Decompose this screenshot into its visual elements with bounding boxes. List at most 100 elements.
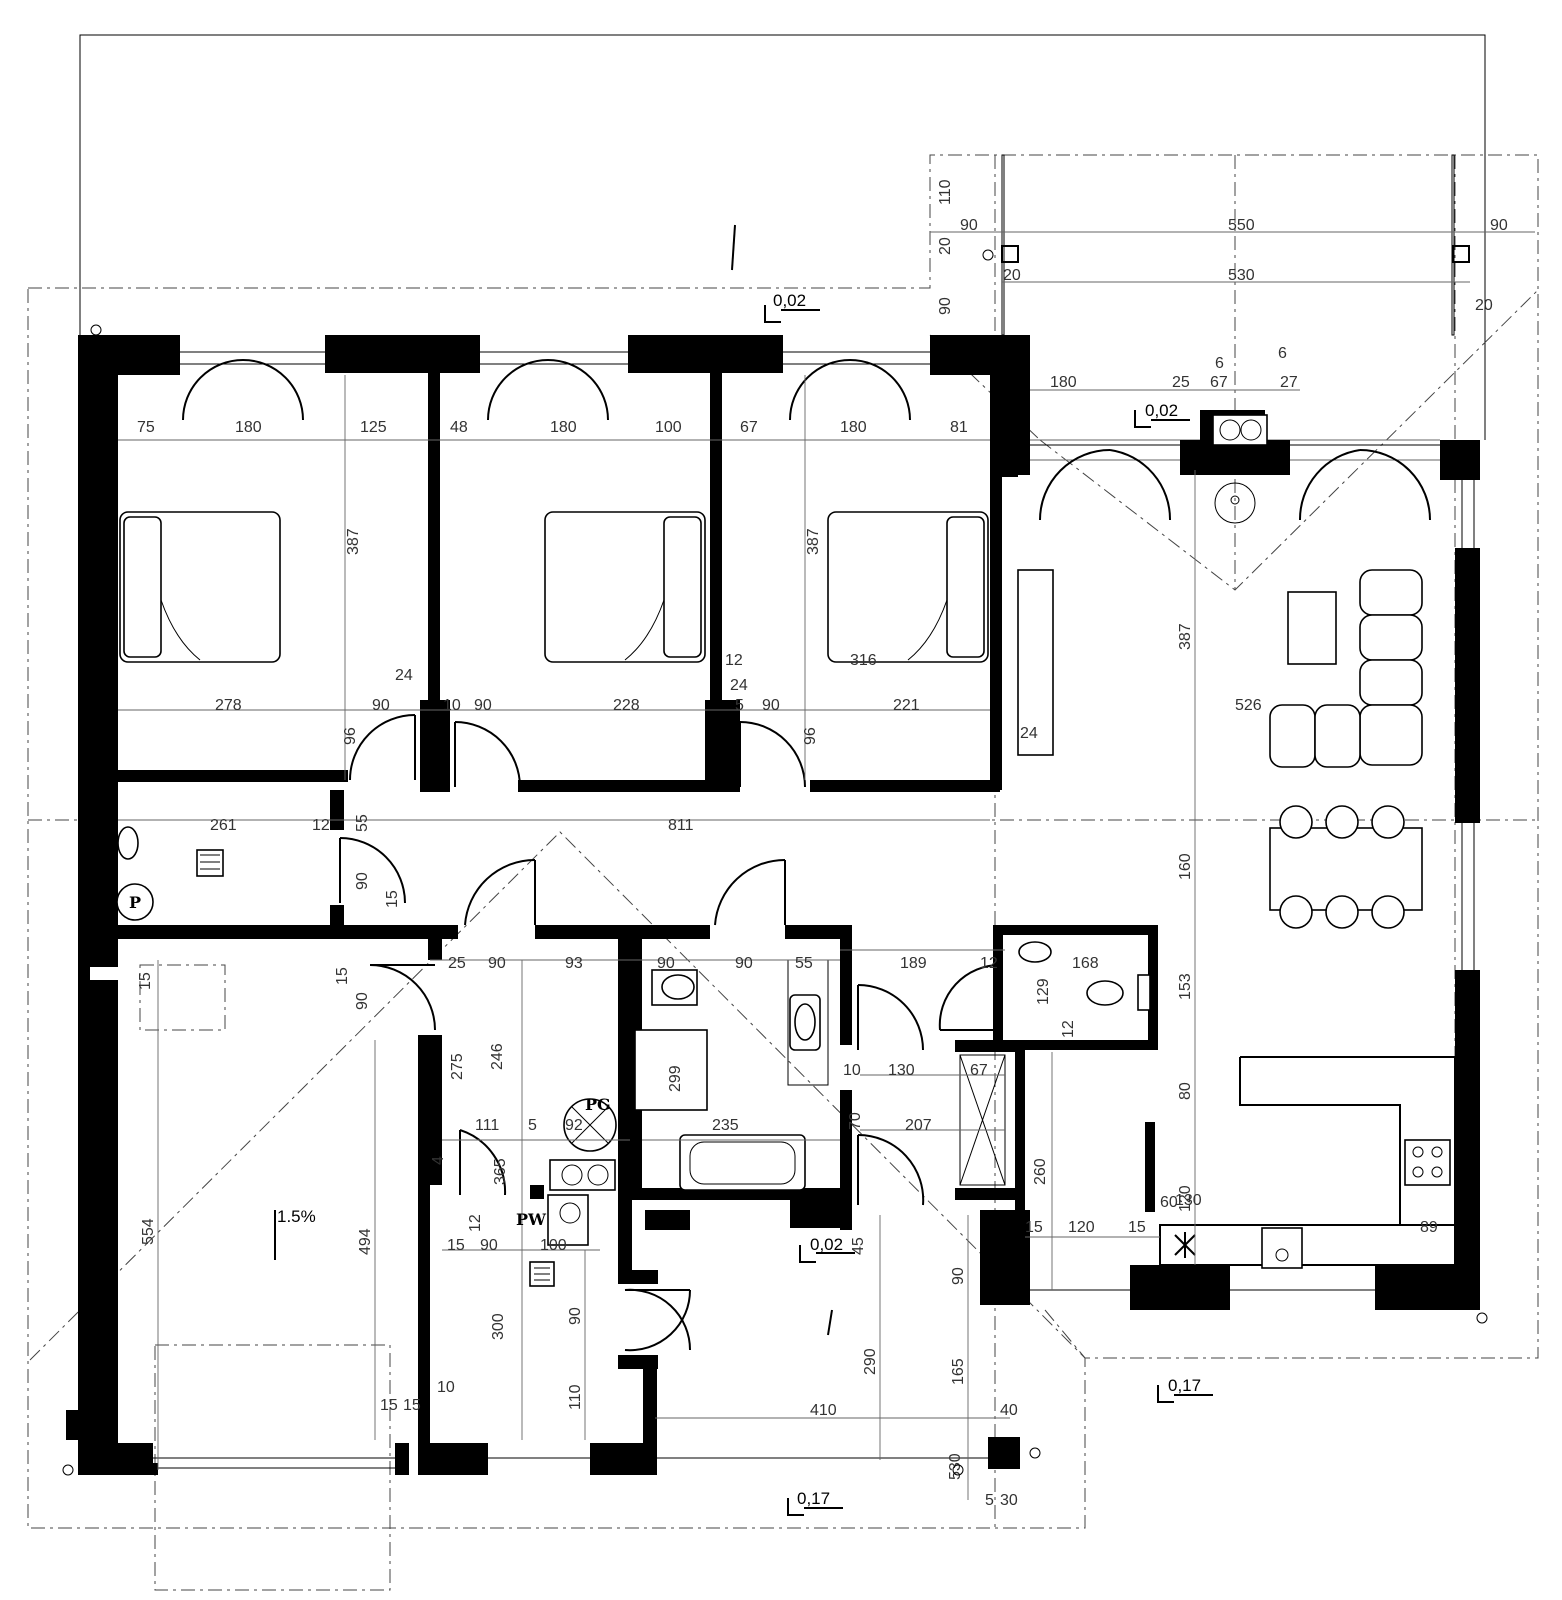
svg-text:96: 96: [342, 727, 359, 745]
svg-text:228: 228: [613, 697, 640, 714]
svg-text:96: 96: [802, 727, 819, 745]
svg-text:90: 90: [937, 297, 954, 315]
svg-text:90: 90: [354, 872, 371, 890]
reference-markers: [62, 249, 1488, 1476]
svg-text:90: 90: [354, 992, 371, 1010]
dimension-labels: 90 550 90 530 110 20 20 90 20 180 25 6 6…: [137, 179, 1508, 1509]
svg-text:110: 110: [937, 179, 954, 205]
svg-text:387: 387: [345, 528, 362, 555]
kitchen-counter: [1145, 1056, 1456, 1269]
bed-1: [119, 511, 281, 663]
svg-text:180: 180: [235, 419, 262, 436]
level-terrace-right: 0,02: [1134, 401, 1190, 428]
bed-2: [544, 511, 706, 663]
svg-text:60: 60: [1160, 1194, 1178, 1211]
svg-text:10: 10: [437, 1379, 455, 1396]
svg-text:25: 25: [448, 955, 466, 972]
svg-text:160: 160: [1177, 853, 1194, 880]
svg-text:P: P: [129, 893, 141, 912]
svg-text:24: 24: [395, 667, 413, 684]
svg-text:180: 180: [840, 419, 867, 436]
svg-text:12: 12: [980, 955, 998, 972]
svg-text:387: 387: [805, 528, 822, 555]
svg-text:PW: PW: [516, 1210, 547, 1229]
slope-annotation: 1.5%: [274, 224, 833, 1336]
svg-text:12: 12: [467, 1214, 484, 1232]
svg-text:30: 30: [1000, 1492, 1018, 1509]
svg-text:90: 90: [960, 217, 978, 234]
svg-text:278: 278: [215, 697, 242, 714]
sofa: [1269, 569, 1423, 768]
dimension-lines: [118, 375, 1196, 1500]
level-outside-bottom: 0,17: [787, 1489, 843, 1516]
svg-text:80: 80: [1177, 1082, 1194, 1100]
level-entrance: 0,02: [799, 1235, 855, 1263]
svg-text:365: 365: [492, 1158, 509, 1185]
svg-text:12: 12: [1060, 1020, 1077, 1038]
svg-text:27: 27: [1280, 374, 1298, 391]
svg-text:530: 530: [947, 1453, 964, 1480]
svg-text:316: 316: [850, 652, 877, 669]
svg-text:260: 260: [1032, 1158, 1049, 1185]
svg-text:93: 93: [565, 955, 583, 972]
hall-closet: [959, 1054, 1006, 1186]
svg-text:207: 207: [905, 1117, 932, 1134]
svg-text:90: 90: [474, 697, 492, 714]
windows: [153, 351, 1475, 1469]
svg-text:261: 261: [210, 817, 237, 834]
svg-text:90: 90: [488, 955, 506, 972]
svg-text:89: 89: [1420, 1219, 1438, 1236]
svg-text:120: 120: [1068, 1219, 1095, 1236]
svg-text:20: 20: [1475, 297, 1493, 314]
equipment-symbols: PG PW P: [129, 893, 611, 1229]
svg-text:1.5%: 1.5%: [277, 1207, 316, 1226]
svg-text:100: 100: [655, 419, 682, 436]
svg-text:111: 111: [475, 1117, 499, 1134]
svg-text:530: 530: [1228, 267, 1255, 284]
svg-text:0,17: 0,17: [797, 1489, 830, 1508]
svg-text:15: 15: [403, 1397, 421, 1414]
svg-text:15: 15: [1025, 1219, 1043, 1236]
svg-text:67: 67: [970, 1062, 988, 1079]
svg-text:0,17: 0,17: [1168, 1376, 1201, 1395]
svg-text:15: 15: [137, 972, 154, 990]
svg-text:153: 153: [1177, 973, 1194, 1000]
svg-text:5: 5: [735, 697, 744, 714]
svg-text:90: 90: [950, 1267, 967, 1285]
svg-text:180: 180: [1050, 374, 1077, 391]
svg-text:246: 246: [489, 1043, 506, 1070]
svg-text:55: 55: [795, 955, 813, 972]
svg-text:275: 275: [449, 1053, 466, 1080]
svg-text:90: 90: [567, 1307, 584, 1325]
svg-text:0,02: 0,02: [1145, 401, 1178, 420]
svg-text:15: 15: [380, 1397, 398, 1414]
svg-text:221: 221: [893, 697, 920, 714]
svg-text:67: 67: [1210, 374, 1228, 391]
svg-text:5: 5: [985, 1492, 994, 1509]
svg-text:15: 15: [384, 890, 401, 908]
roof-outline: [27, 34, 1539, 1530]
furniture: [116, 414, 1456, 1287]
level-markers: 0,02 0,02 0,02 0,17 0,17: [764, 291, 1213, 1516]
svg-text:40: 40: [1000, 1402, 1018, 1419]
svg-text:189: 189: [900, 955, 927, 972]
wc-small: [1018, 941, 1151, 1011]
svg-text:45: 45: [850, 1237, 867, 1255]
svg-text:130: 130: [1175, 1192, 1202, 1209]
svg-text:90: 90: [762, 697, 780, 714]
svg-text:6: 6: [1278, 345, 1287, 362]
svg-text:15: 15: [447, 1237, 465, 1254]
svg-text:125: 125: [360, 419, 387, 436]
svg-text:75: 75: [137, 419, 155, 436]
fireplace: [1212, 414, 1268, 524]
svg-text:10: 10: [843, 1062, 861, 1079]
svg-text:10: 10: [443, 697, 461, 714]
doors: [182, 359, 1431, 1352]
svg-text:6: 6: [1215, 355, 1224, 372]
svg-text:526: 526: [1235, 697, 1262, 714]
utility-equipment: [116, 826, 617, 1287]
bathroom: [634, 959, 829, 1191]
svg-text:290: 290: [862, 1348, 879, 1375]
svg-text:129: 129: [1035, 978, 1052, 1005]
